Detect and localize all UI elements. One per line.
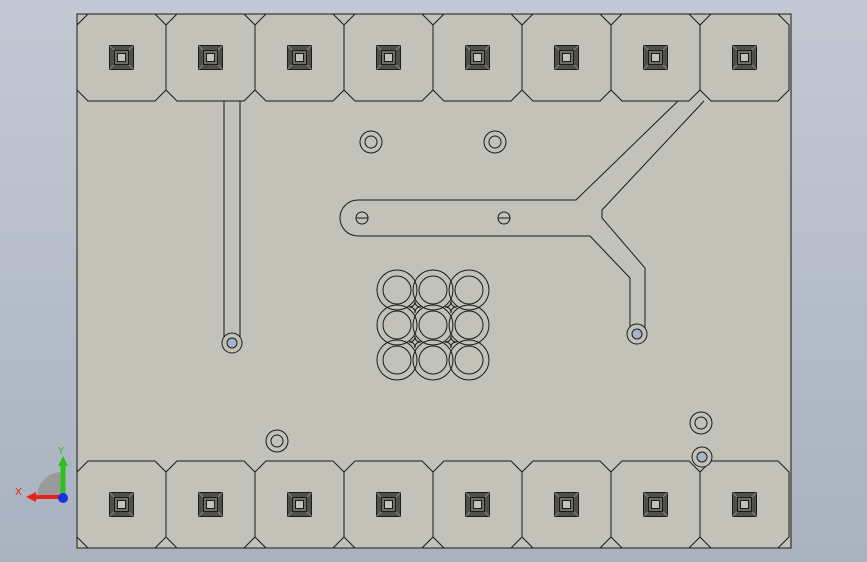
bottom-pad-3[interactable] (254, 460, 345, 549)
top-pad-7[interactable] (610, 13, 701, 102)
trace-left-vertical (223, 101, 241, 338)
via-left-hole (226, 337, 238, 349)
triad-quarter-disc (37, 472, 62, 497)
grid-hole-outer-1 (376, 269, 418, 311)
top-pad-row (76, 13, 790, 102)
grid-gap-4 (444, 335, 458, 349)
triad-y-label: Y (57, 446, 65, 457)
grid-gap-2 (444, 300, 458, 314)
grid-hole-7[interactable] (382, 345, 412, 375)
pcb-board[interactable] (76, 13, 792, 549)
grid-gap-1 (408, 300, 422, 314)
via-right-hole (631, 328, 643, 340)
bottom-pad-8[interactable] (699, 460, 790, 549)
grid-hole-1[interactable] (382, 275, 412, 305)
grid-hole-4[interactable] (382, 310, 412, 340)
board-outline (76, 13, 792, 549)
grid-hole-outer-8 (412, 339, 454, 381)
grid-hole-8[interactable] (418, 345, 448, 375)
grid-hole-outer-9 (448, 339, 490, 381)
grid-hole-2[interactable] (418, 275, 448, 305)
grid-hole-outer-6 (448, 304, 490, 346)
grid-hole-outer-3 (448, 269, 490, 311)
top-pad-3[interactable] (254, 13, 345, 102)
bottom-pad-7[interactable] (610, 460, 701, 549)
top-pad-5[interactable] (432, 13, 523, 102)
top-pad-2[interactable] (165, 13, 256, 102)
bottom-pad-2[interactable] (165, 460, 256, 549)
top-pad-1[interactable] (76, 13, 167, 102)
grid-hole-6[interactable] (454, 310, 484, 340)
grid-hole-9[interactable] (454, 345, 484, 375)
hole-grid (376, 269, 490, 381)
top-pad-4[interactable] (343, 13, 434, 102)
triad-x-label: X (15, 487, 22, 498)
bottom-pad-row (76, 460, 790, 549)
grid-gap-3 (408, 335, 422, 349)
bottom-pad-5[interactable] (432, 460, 523, 549)
mounting-holes (265, 130, 713, 468)
grid-hole-outer-5 (412, 304, 454, 346)
grid-hole-3[interactable] (454, 275, 484, 305)
grid-hole-5[interactable] (418, 310, 448, 340)
view-triad-icon[interactable]: X Y (15, 446, 68, 503)
grid-hole-outer-7 (376, 339, 418, 381)
top-pad-6[interactable] (521, 13, 612, 102)
bottom-pad-4[interactable] (343, 460, 434, 549)
bottom-pad-1[interactable] (76, 460, 167, 549)
bottom-pad-6[interactable] (521, 460, 612, 549)
trace-right-branch (339, 100, 705, 330)
grid-hole-outer-4 (376, 304, 418, 346)
top-pad-8[interactable] (699, 13, 790, 102)
traces (221, 100, 705, 354)
triad-z-axis (58, 493, 68, 503)
grid-hole-outer-2 (412, 269, 454, 311)
